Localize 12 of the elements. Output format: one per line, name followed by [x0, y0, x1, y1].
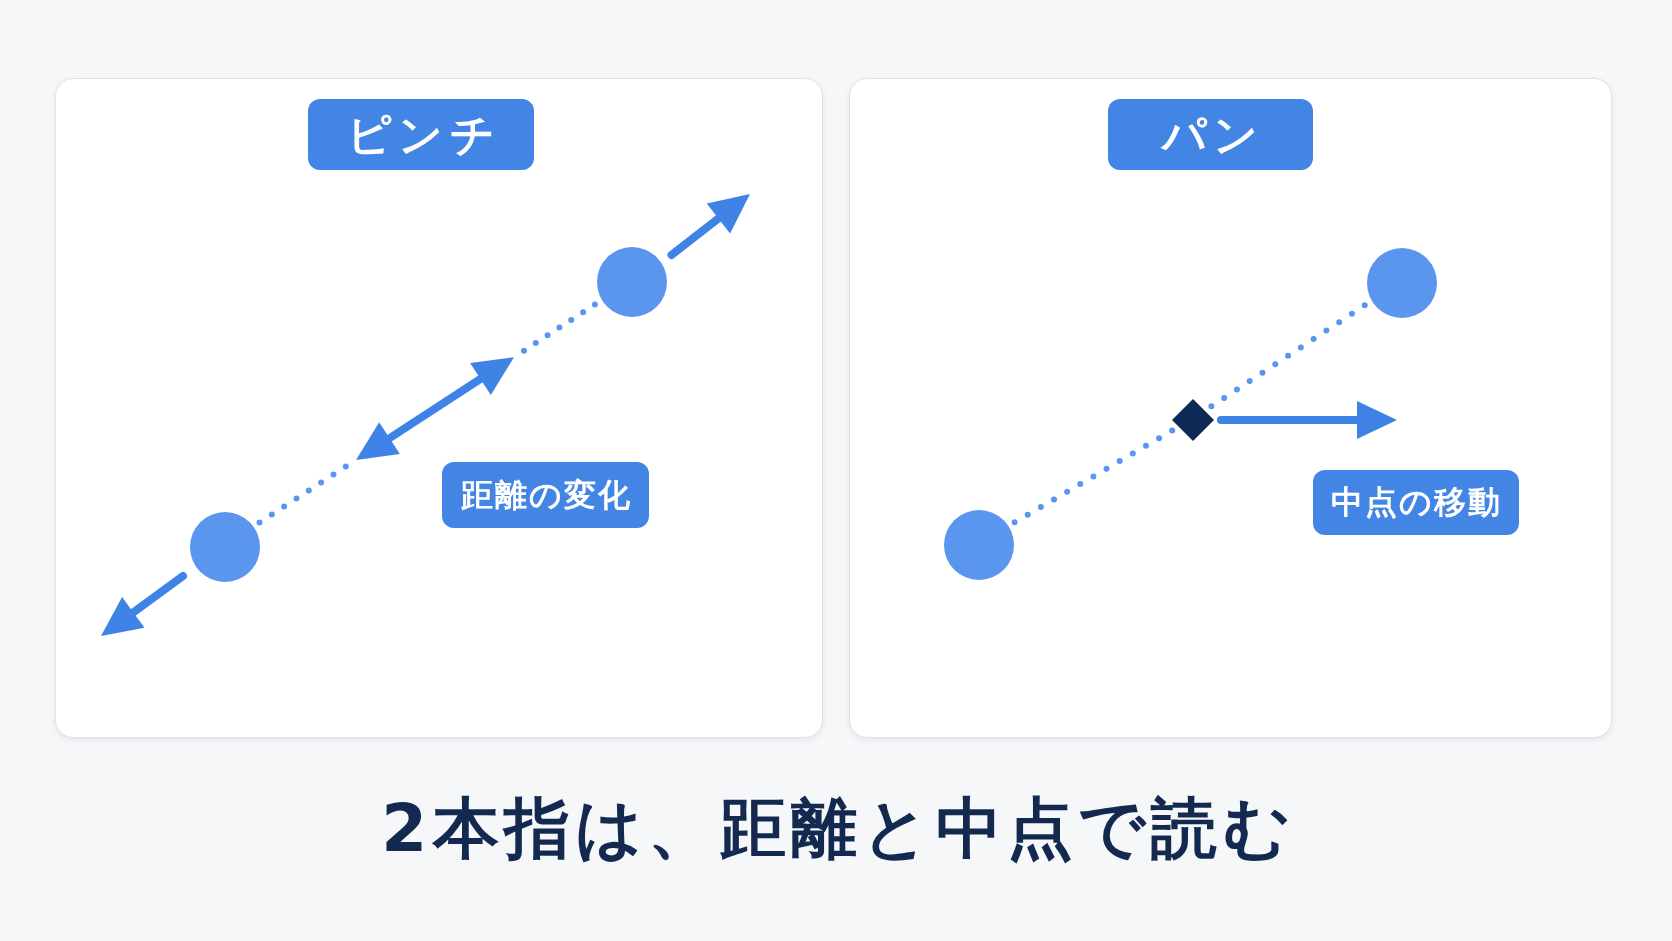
panel-card: [849, 78, 1612, 738]
touch-point: [943, 510, 1014, 580]
panel-card: [55, 78, 823, 738]
touch-point: [189, 512, 260, 582]
panel-title: パン: [1107, 99, 1313, 170]
label-tag: 距離の変化: [442, 461, 649, 528]
label-tag: 中点の移動: [1312, 469, 1519, 535]
touch-point: [597, 247, 667, 317]
caption-text: 2本指は、距離と中点で読む: [380, 793, 1296, 866]
touch-point: [1367, 247, 1437, 318]
diamond-marker: [1172, 399, 1214, 441]
panel-title: ピンチ: [308, 99, 534, 170]
